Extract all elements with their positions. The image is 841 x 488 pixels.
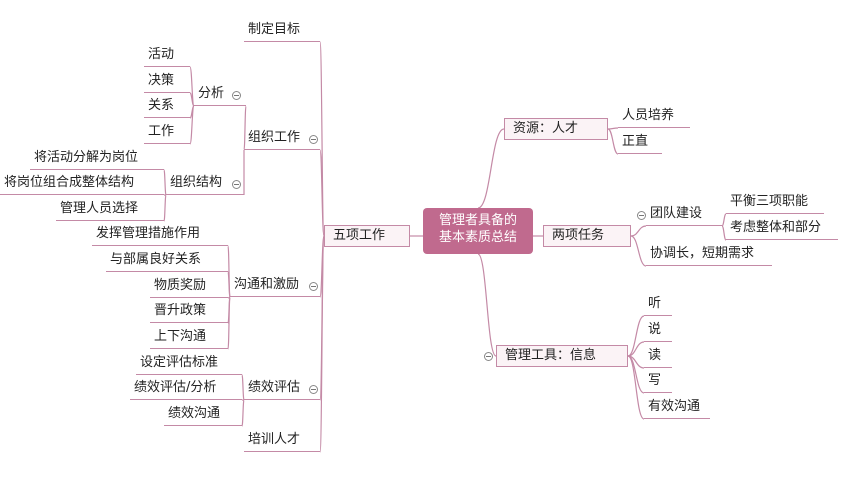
fenxi-item-4[interactable]: 工作 (144, 122, 190, 144)
tuandui-node[interactable]: 团队建设 (646, 204, 722, 226)
jiegou-item-3[interactable]: 管理人员选择 (56, 199, 164, 221)
link-goutong-item-5 (227, 296, 231, 350)
jiegou-node[interactable]: 组织结构 (166, 173, 244, 195)
jiegou-item-1[interactable]: 将活动分解为岗位 (30, 148, 164, 170)
jixiao-collapse-icon[interactable] (309, 385, 318, 394)
goutong-item-3[interactable]: 物质奖励 (150, 276, 228, 298)
link-jiegou-item-3 (163, 194, 167, 222)
root-node[interactable]: 管理者具备的 基本素质总结 (423, 208, 533, 254)
root-line-1: 管理者具备的 (438, 213, 517, 228)
link-tuandui-item-2 (721, 225, 727, 241)
peixun-node[interactable]: 培训人才 (244, 430, 320, 452)
goutong-node[interactable]: 沟通和激励 (230, 275, 320, 297)
link-jixiao-item-1 (241, 374, 245, 401)
link-root-ziyuan (477, 128, 505, 209)
link-zuzhi-fenxi (243, 105, 247, 151)
gongju-item-3[interactable]: 读 (644, 346, 672, 368)
fenxi-item-2[interactable]: 决策 (144, 71, 190, 93)
jixiao-item-1[interactable]: 设定评估标准 (136, 353, 242, 375)
ziyuan-item-2[interactable]: 正直 (618, 132, 662, 154)
root-line-2: 基本素质总结 (438, 230, 517, 245)
ziyuan-node[interactable]: 资源：人才 (504, 118, 608, 140)
goutong-collapse-icon[interactable] (309, 282, 318, 291)
xietiao-node[interactable]: 协调长，短期需求 (646, 244, 772, 266)
zuzhi-node[interactable]: 组织工作 (244, 128, 320, 150)
link-gongju-item-5 (627, 355, 645, 420)
link-goutong-item-2 (227, 271, 231, 298)
gongju-collapse-icon[interactable] (484, 352, 493, 361)
tuandui-item-2[interactable]: 考虑整体和部分 (726, 218, 838, 240)
link-fenxi-item-4 (189, 105, 195, 145)
goutong-item-2[interactable]: 与部属良好关系 (106, 250, 228, 272)
link-wuxiang-zuzhi (319, 149, 325, 237)
zuzhi-collapse-icon[interactable] (309, 135, 318, 144)
wuxiang-node[interactable]: 五项工作 (324, 225, 410, 247)
jixiao-item-3[interactable]: 绩效沟通 (164, 404, 242, 426)
jiegou-collapse-icon[interactable] (232, 180, 241, 189)
link-jixiao-item-3 (241, 399, 245, 427)
jixiao-item-2[interactable]: 绩效评估/分析 (130, 378, 242, 400)
goutong-item-5[interactable]: 上下沟通 (150, 327, 228, 349)
goutong-item-4[interactable]: 晋升政策 (150, 301, 228, 323)
link-wuxiang-peixun (319, 235, 325, 453)
fenxi-collapse-icon[interactable] (232, 91, 241, 100)
link-root-gongju (477, 253, 497, 357)
zhiding-node[interactable]: 制定目标 (244, 20, 320, 42)
goutong-item-1[interactable]: 发挥管理措施作用 (92, 224, 228, 246)
jixiao-node[interactable]: 绩效评估 (244, 378, 320, 400)
gongju-item-5[interactable]: 有效沟通 (644, 397, 710, 419)
fenxi-node[interactable]: 分析 (194, 84, 246, 106)
fenxi-item-3[interactable]: 关系 (144, 96, 190, 118)
link-gongju-item-2 (627, 341, 645, 357)
jiegou-item-2[interactable]: 将岗位组合成整体结构 (0, 173, 164, 195)
gongju-item-2[interactable]: 说 (644, 320, 672, 342)
gongju-item-4[interactable]: 写 (644, 371, 672, 393)
fenxi-item-1[interactable]: 活动 (144, 45, 190, 67)
gongju-item-1[interactable]: 听 (644, 294, 672, 316)
link-liangxiang-tuandui (630, 225, 647, 237)
gongju-node[interactable]: 管理工具：信息 (496, 345, 628, 367)
link-gongju-item-1 (627, 315, 645, 357)
tuandui-collapse-icon[interactable] (637, 211, 646, 220)
link-jiegou-item-1 (163, 169, 167, 196)
link-ziyuan-item-2 (607, 128, 619, 155)
link-liangxiang-xietiao (630, 235, 647, 267)
link-ziyuan-item-1 (607, 127, 619, 130)
tuandui-item-1[interactable]: 平衡三项职能 (726, 192, 824, 214)
ziyuan-item-1[interactable]: 人员培养 (618, 106, 690, 128)
liangxiang-node[interactable]: 两项任务 (543, 225, 631, 247)
